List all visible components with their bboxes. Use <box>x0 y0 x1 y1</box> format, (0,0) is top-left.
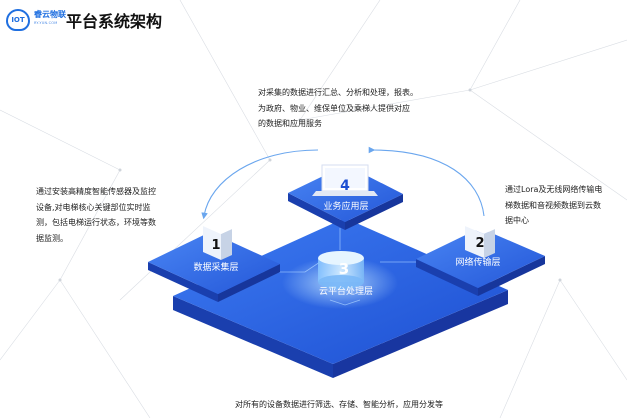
layer-4-description: 对采集的数据进行汇总、分析和处理，报表。 为政府、物业、维保单位及乘梯人提供对应… <box>258 85 418 132</box>
layer-1-description: 通过安装高精度智能传感器及监控 设备,对电梯核心关键部位实时监 测，包括电梯运行… <box>36 184 156 246</box>
logo-icon-text: IOT <box>11 16 25 24</box>
description-line: 据中心 <box>505 216 529 226</box>
network-device-icon <box>465 221 495 258</box>
layer-2-platform <box>416 228 545 296</box>
layer-2-number: 2 <box>475 236 484 251</box>
description-line: 据监测。 <box>36 233 68 243</box>
page-title: 平台系统架构 <box>66 12 163 31</box>
logo-name: 睿云物联 <box>34 10 66 19</box>
logo-subtext: RY-YUN.COM <box>34 21 58 25</box>
layer-1-name: 数据采集层 <box>193 261 238 273</box>
description-line: 为政府、物业、维保单位及乘梯人提供对应 <box>258 103 410 113</box>
arrow-from-layer-2 <box>368 146 485 217</box>
layer-3-number: 3 <box>339 260 349 278</box>
layer-2-name: 网络传输层 <box>455 256 500 268</box>
cloud-database-icon <box>318 251 364 289</box>
description-line: 梯数据和音视频数据到云数 <box>505 200 601 210</box>
sensor-device-icon <box>203 221 232 260</box>
layer-1-number: 1 <box>211 238 220 253</box>
description-line: 通过Lora及无线网络传输电 <box>505 185 603 194</box>
description-line: 测，包括电梯运行状态，环境等数 <box>36 218 156 228</box>
description-line: 通过安装高精度智能传感器及监控 <box>36 187 156 196</box>
layer-4-name: 业务应用层 <box>323 200 368 212</box>
description-line: 的数据和应用服务 <box>258 119 322 129</box>
layer-4-number: 4 <box>340 178 350 194</box>
cloud-icon: IOT <box>6 9 30 31</box>
header: IOT 睿云物联 RY-YUN.COM 平台系统架构 <box>6 6 162 34</box>
layer-1-platform <box>148 232 280 302</box>
layer-3-name: 云平台处理层 <box>319 285 373 297</box>
description-line: 对采集的数据进行汇总、分析和处理，报表。 <box>258 88 418 97</box>
arrow-to-layer-1 <box>201 149 319 220</box>
layer-3-description: 对所有的设备数据进行筛选、存储、智能分析，应用分发等 <box>235 400 443 409</box>
flow-arrows <box>201 146 485 220</box>
company-logo: IOT 睿云物联 RY-YUN.COM <box>6 8 66 32</box>
layer-2-description: 通过Lora及无线网络传输电 梯数据和音视频数据到云数 据中心 <box>505 182 602 229</box>
description-line: 设备,对电梯核心关键部位实时监 <box>36 202 151 212</box>
laptop-icon <box>312 164 378 196</box>
